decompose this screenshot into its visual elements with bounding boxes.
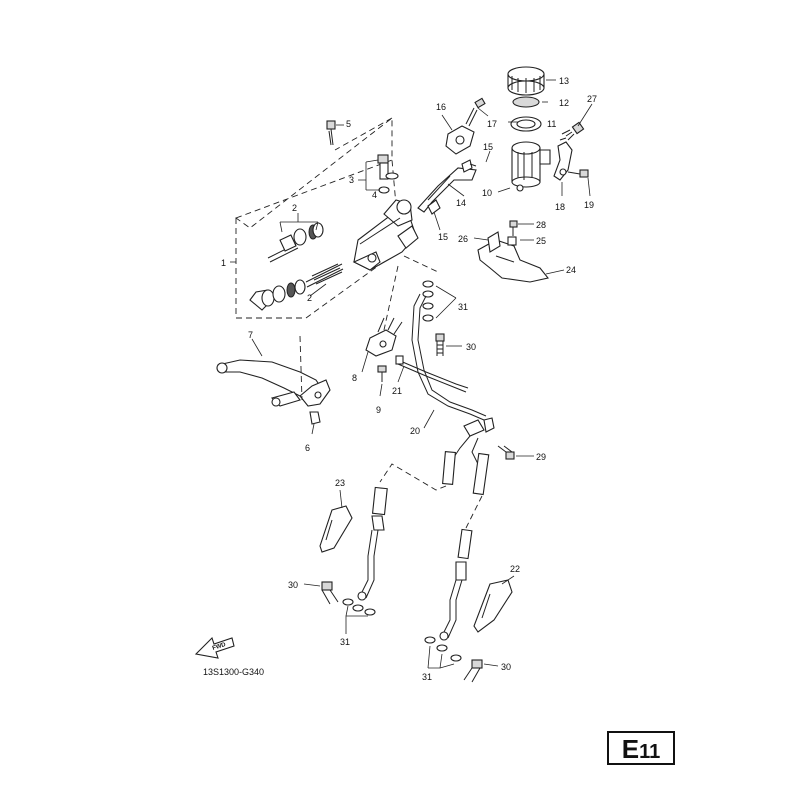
brake-line-left: [357, 451, 456, 601]
master-cylinder-body: [352, 199, 419, 271]
callout-30-right: 30: [501, 662, 511, 672]
brake-switch-8: [365, 317, 403, 357]
callout-12: 12: [559, 98, 569, 108]
adjuster-6: [309, 411, 321, 425]
callout-7: 7: [248, 330, 253, 340]
holder-16: [445, 125, 475, 155]
bracket-24: [477, 239, 549, 283]
reservoir-hose-14: [417, 167, 477, 213]
callout-19: 19: [584, 200, 594, 210]
brake-line-right: [439, 452, 490, 641]
callout-29: 29: [536, 452, 546, 462]
diaphragm-11: [510, 116, 542, 132]
callout-14: 14: [456, 198, 466, 208]
hose-clamp-15-upper: [461, 159, 477, 173]
piston-kit-upper: [267, 222, 324, 263]
dash-connector-c: [383, 265, 399, 331]
cap-13: [507, 66, 545, 96]
bolt-17: [465, 97, 486, 127]
fwd-arrow-icon: FWD: [194, 636, 235, 659]
union-bolt-3: [377, 154, 399, 194]
callout-21: 21: [392, 386, 402, 396]
callout-15-upper: 15: [483, 142, 493, 152]
gaskets-31-upper: [422, 280, 434, 322]
callout-20: 20: [410, 426, 420, 436]
dash-connector-b: [299, 335, 303, 401]
callout-5: 5: [346, 119, 351, 129]
piston-kit-lower: [249, 263, 344, 311]
callout-30-upper: 30: [466, 342, 476, 352]
callout-15-lower: 15: [438, 232, 448, 242]
diagram-code: 13S1300-G340: [203, 667, 264, 677]
fwd-label: FWD: [212, 642, 227, 652]
callout-2-lower: 2: [307, 293, 312, 303]
leader-lines: [230, 79, 593, 669]
cable-tie-21: [395, 355, 469, 393]
callout-31-right: 31: [422, 672, 432, 682]
callout-22: 22: [510, 564, 520, 574]
callout-27: 27: [587, 94, 597, 104]
callout-1: 1: [221, 258, 226, 268]
callout-17: 17: [487, 119, 497, 129]
bolt-27: [559, 121, 585, 141]
callout-28: 28: [536, 220, 546, 230]
callout-9: 9: [376, 405, 381, 415]
callout-25: 25: [536, 236, 546, 246]
callout-31-left: 31: [340, 637, 350, 647]
callout-8: 8: [352, 373, 357, 383]
callout-24: 24: [566, 265, 576, 275]
callout-4: 4: [372, 190, 377, 200]
master-cylinder-assembly-outline: [235, 117, 393, 229]
plate-12: [512, 96, 540, 108]
screw-9: [377, 365, 387, 382]
callout-2-upper: 2: [292, 203, 297, 213]
screw-28: [509, 220, 518, 236]
page-section-number: 11: [639, 741, 661, 763]
assembly-outline-top: [334, 117, 393, 151]
bracket-18: [553, 141, 573, 181]
callout-3: 3: [349, 175, 354, 185]
callout-10: 10: [482, 188, 492, 198]
union-bolt-30-left: [321, 581, 339, 605]
dash-connector-a: [403, 255, 439, 273]
callout-13: 13: [559, 76, 569, 86]
page-reference-box: E 11: [607, 731, 675, 765]
union-bolt-30-upper: [435, 333, 445, 356]
union-bolt-30-right: [463, 659, 483, 683]
bolt-5: [326, 120, 336, 146]
brake-lever-7: [216, 359, 331, 407]
callout-31-upper: 31: [458, 302, 468, 312]
stay-26: [487, 231, 501, 253]
hose-guide-22: [473, 579, 513, 633]
hose-guide-23: [319, 505, 353, 553]
reservoir-tank-10: [511, 141, 551, 192]
callout-30-left: 30: [288, 580, 298, 590]
assembly-outline-lower: [235, 159, 401, 319]
union-bolt-29: [497, 445, 515, 460]
hose-clamp-15-lower: [427, 199, 441, 215]
callout-23: 23: [335, 478, 345, 488]
callout-6: 6: [305, 443, 310, 453]
gaskets-31-left: [342, 598, 376, 616]
callout-18: 18: [555, 202, 565, 212]
page-section-letter: E: [621, 734, 640, 764]
collar-25: [507, 236, 517, 246]
bolt-19: [567, 169, 589, 178]
callout-16: 16: [436, 102, 446, 112]
gaskets-31-right: [424, 636, 462, 662]
callout-11: 11: [547, 119, 556, 129]
callout-26: 26: [458, 234, 468, 244]
